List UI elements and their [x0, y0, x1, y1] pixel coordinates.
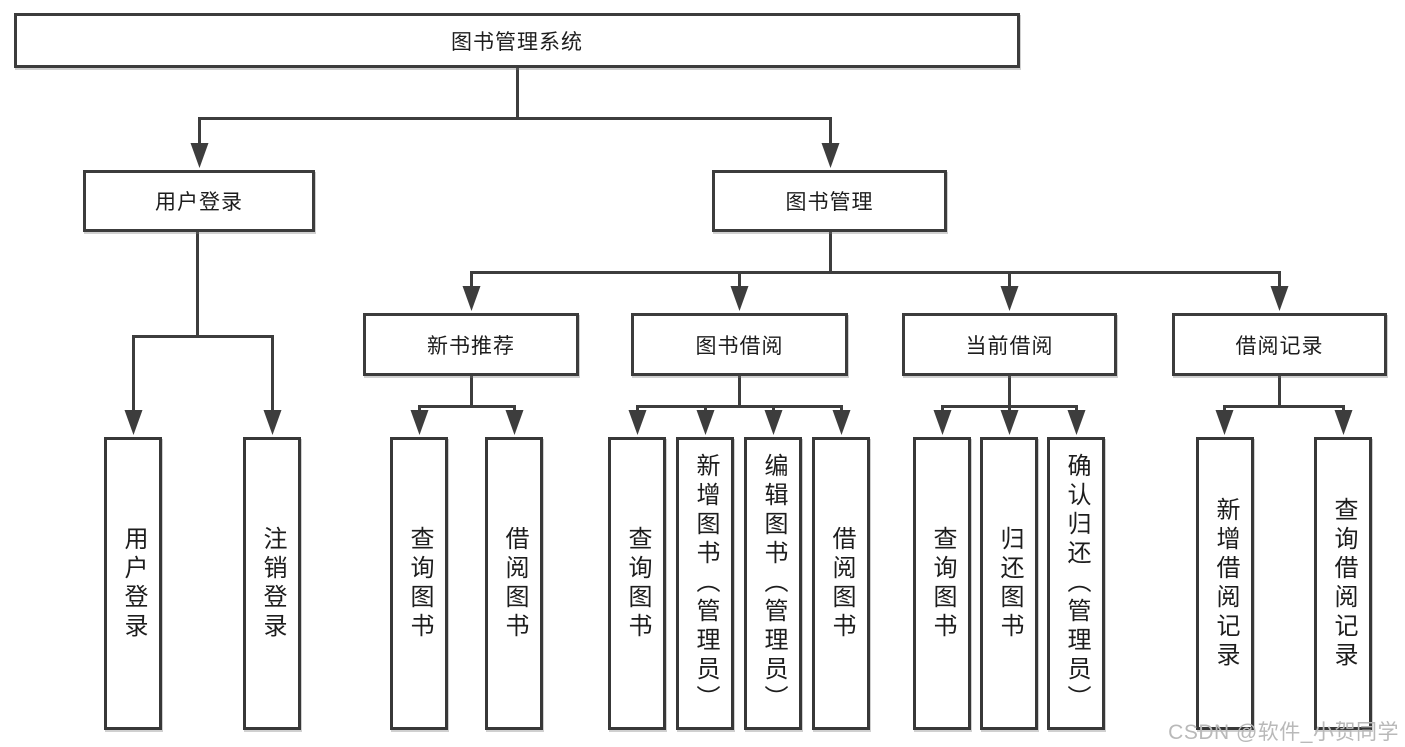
leaf-query-borrowing-record: 查询借阅记录 [1314, 437, 1372, 730]
leaf-add-borrowing-record: 新增借阅记录 [1196, 437, 1254, 730]
leaf-edit-books-admin: 编辑图书（管理员） [744, 437, 802, 730]
node-user-login: 用户登录 [83, 170, 315, 232]
node-current-borrowing: 当前借阅 [902, 313, 1117, 376]
node-label: 图书借阅 [695, 334, 784, 358]
leaf-borrow-books: 借阅图书 [485, 437, 543, 730]
node-label: 当前借阅 [965, 334, 1054, 358]
leaf-label: 编辑图书（管理员） [760, 453, 787, 714]
node-new-book-recommendation: 新书推荐 [363, 313, 579, 376]
leaf-label: 用户登录 [120, 525, 147, 642]
leaf-label: 注销登录 [259, 525, 286, 642]
node-label: 新书推荐 [427, 334, 515, 358]
leaf-query-books-2: 查询图书 [608, 437, 666, 730]
leaf-label: 归还图书 [996, 525, 1023, 642]
leaf-label: 确认归还（管理员） [1063, 453, 1090, 714]
leaf-label: 查询图书 [929, 525, 956, 642]
leaf-logout: 注销登录 [243, 437, 301, 730]
node-book-borrowing: 图书借阅 [631, 313, 848, 376]
csdn-watermark: CSDN @软件_小贺同学 [1168, 721, 1399, 744]
node-library-management-system: 图书管理系统 [14, 13, 1020, 68]
node-label: 图书管理 [785, 191, 874, 214]
leaf-label: 查询图书 [624, 525, 651, 642]
leaf-return-books: 归还图书 [980, 437, 1038, 730]
leaf-borrow-books-2: 借阅图书 [812, 437, 870, 730]
node-label: 借阅记录 [1235, 334, 1324, 358]
leaf-label: 新增借阅记录 [1212, 496, 1239, 671]
leaf-label: 查询借阅记录 [1330, 496, 1357, 671]
leaf-label: 新增图书（管理员） [692, 453, 719, 714]
leaf-label: 借阅图书 [828, 525, 855, 642]
leaf-label: 查询图书 [406, 525, 433, 642]
leaf-query-books-3: 查询图书 [913, 437, 971, 730]
leaf-add-books-admin: 新增图书（管理员） [676, 437, 734, 730]
leaf-label: 借阅图书 [501, 525, 528, 642]
node-label: 用户登录 [155, 191, 243, 214]
leaf-confirm-return-admin: 确认归还（管理员） [1047, 437, 1105, 730]
node-label: 图书管理系统 [451, 30, 583, 54]
leaf-query-books: 查询图书 [390, 437, 448, 730]
leaf-user-login: 用户登录 [104, 437, 162, 730]
node-book-management: 图书管理 [712, 170, 947, 232]
node-borrowing-records: 借阅记录 [1172, 313, 1387, 376]
